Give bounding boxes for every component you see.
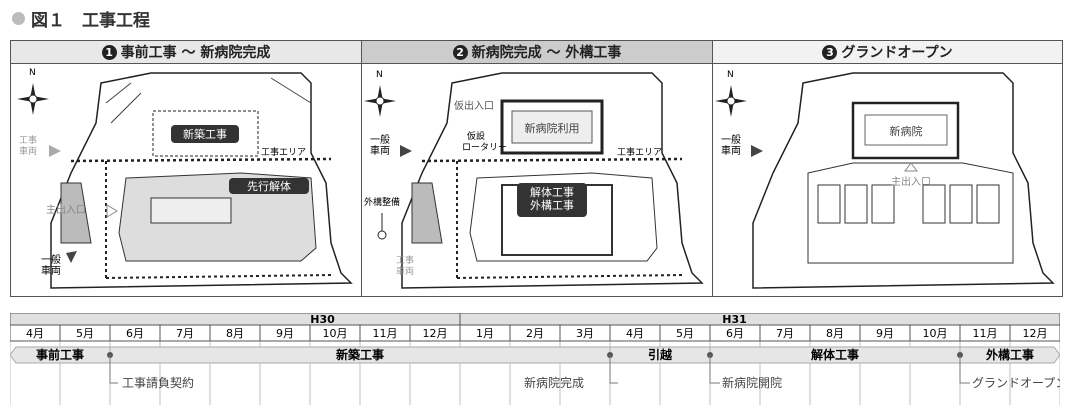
site-map-2: N 新病院利用 仮出入口 仮設ロータリー 工事エリア 解体工事外構工事 一般車両… <box>364 70 704 289</box>
phase-label: 事前工事 <box>36 347 84 362</box>
label-general-vehicle: 一般車両 <box>370 133 390 157</box>
figure-title-text: 図１ 工事工程 <box>31 11 150 31</box>
panel-1-header: 1 事前工事 〜 新病院完成 <box>11 41 361 64</box>
panel-3-title: グランドオープン <box>841 45 953 61</box>
label-new-hospital-use: 新病院利用 <box>525 121 580 135</box>
month-label: 5月 <box>676 327 694 340</box>
label-temp-entrance: 仮出入口 <box>454 99 494 112</box>
month-label: 1月 <box>476 327 494 340</box>
month-label: 7月 <box>176 327 194 340</box>
year-cell <box>10 313 461 326</box>
month-label: 9月 <box>876 327 894 340</box>
month-label: 7月 <box>776 327 794 340</box>
label-exterior-work: 外構整備 <box>364 196 400 208</box>
panel-2-number: 2 <box>452 44 468 60</box>
milestone-label: 新病院完成 <box>524 375 584 390</box>
year-label: H30 <box>310 313 335 326</box>
month-label: 6月 <box>726 327 744 340</box>
year-cell <box>459 313 1060 326</box>
month-label: 8月 <box>226 327 244 340</box>
panel-2-title: 新病院完成 〜 外構工事 <box>471 45 622 61</box>
milestone-label: グランドオープン <box>972 376 1060 390</box>
site-map-1: N 新築工事 工事エリア 先行解体 工事車両 主出入口 一般車両 <box>17 68 353 289</box>
month-label: 8月 <box>826 327 844 340</box>
month-label: 12月 <box>423 327 448 340</box>
month-label: 11月 <box>373 327 398 340</box>
month-label: 11月 <box>973 327 998 340</box>
compass-n: N <box>727 70 734 80</box>
phase-bar <box>10 346 111 364</box>
label-advance-demolition: 先行解体 <box>247 179 291 193</box>
label-main-entrance: 主出入口 <box>891 175 931 188</box>
phase-label: 新築工事 <box>336 347 384 362</box>
month-label: 3月 <box>576 327 594 340</box>
label-temp-rotary: 仮設ロータリー <box>462 130 507 153</box>
site-map-3: N 新病院 主出入口 一般車両 <box>715 70 1055 289</box>
month-cell <box>1009 324 1060 342</box>
month-label: 10月 <box>323 327 348 340</box>
label-demolition-exterior: 解体工事外構工事 <box>530 185 574 212</box>
phase-label: 外構工事 <box>986 347 1034 362</box>
phase-label: 解体工事 <box>811 347 859 362</box>
panel-2-header: 2 新病院完成 〜 外構工事 <box>362 41 712 64</box>
milestone-leader <box>109 355 118 384</box>
panel-phase-2: 2 新病院完成 〜 外構工事 N 新病院利用 仮出入口 仮設ロータリー 工事エリ… <box>361 40 713 297</box>
timeline-chart: H30 H31 4月 5月 6月 7月 8月 9月 10月 11月 12月 1月 2月 3月 4月 5月 6月… <box>10 313 1060 405</box>
phase-label: 引越 <box>648 347 673 362</box>
label-construction-area: 工事エリア <box>261 146 306 158</box>
compass-icon: N <box>17 68 49 115</box>
label-construction-vehicle: 工事車両 <box>396 254 414 277</box>
compass-n: N <box>29 68 36 78</box>
panel-3-header: 3 グランドオープン <box>713 41 1062 64</box>
compass-n: N <box>376 70 383 80</box>
label-new-hospital: 新病院 <box>890 124 923 138</box>
month-label: 6月 <box>126 327 144 340</box>
month-label: 12月 <box>1023 327 1048 340</box>
month-label: 4月 <box>626 327 644 340</box>
compass-icon: N <box>715 70 747 117</box>
label-general-vehicle: 一般車両 <box>41 253 61 277</box>
figure-title: 図１ 工事工程 <box>12 6 150 31</box>
milestone-leader <box>709 355 720 384</box>
label-general-vehicle: 一般車両 <box>721 133 741 157</box>
label-construction-area: 工事エリア <box>617 146 662 158</box>
month-label: 4月 <box>26 327 44 340</box>
compass-icon: N <box>364 70 396 117</box>
panel-1-title: 事前工事 〜 新病院完成 <box>120 45 271 61</box>
label-construction-vehicle: 工事車両 <box>19 134 37 157</box>
month-label: 5月 <box>76 327 94 340</box>
month-label: 2月 <box>526 327 544 340</box>
milestone-leader <box>609 355 618 384</box>
label-main-entrance: 主出入口 <box>46 203 86 216</box>
panel-phase-1: 1 事前工事 〜 新病院完成 N 新築工事 工事エリア 先行解体 工事車両 主出… <box>10 40 362 297</box>
milestone-leader <box>959 355 970 384</box>
label-new-construction: 新築工事 <box>183 127 227 141</box>
panel-phase-3: 3 グランドオープン N 新病院 主出入口 一般車両 <box>712 40 1063 297</box>
milestone-label: 新病院開院 <box>722 375 782 390</box>
schedule-timeline: H30 H31 4月 5月 6月 7月 8月 9月 10月 11月 12月 1月 2月 3月 4月 5月 6月… <box>10 313 1060 405</box>
month-label: 10月 <box>923 327 948 340</box>
panel-3-number: 3 <box>822 44 838 60</box>
bullet-dot <box>12 12 25 25</box>
parking-grid <box>817 184 1000 224</box>
year-label: H31 <box>722 313 747 326</box>
milestone-label: 工事請負契約 <box>122 375 194 390</box>
month-label: 9月 <box>276 327 294 340</box>
panel-1-number: 1 <box>101 44 117 60</box>
